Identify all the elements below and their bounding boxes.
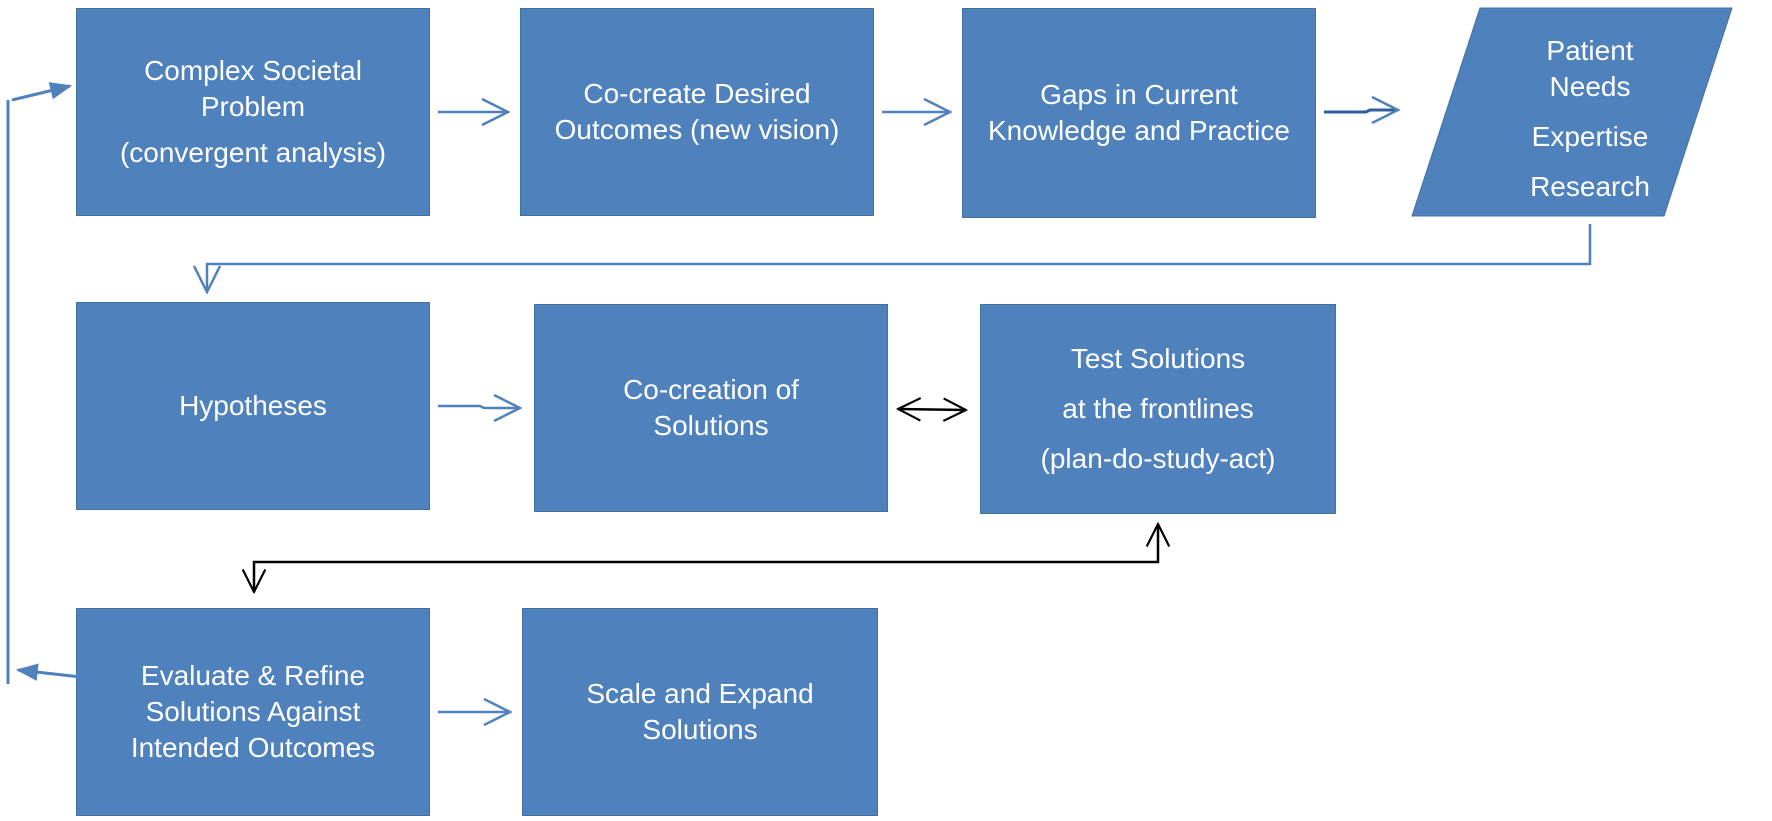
cocreation-of-solutions-box: Co-creation of Solutions — [534, 304, 888, 512]
input-patient: Patient — [1546, 35, 1634, 66]
box-line: Complex Societal — [144, 55, 362, 86]
box-line: Test Solutions — [1070, 343, 1246, 374]
box-line: Co-create Desired — [583, 78, 811, 109]
arrow-inputs-to-hypotheses — [207, 224, 1592, 292]
arrow-loop-to-problem — [11, 82, 73, 102]
box-line: Hypotheses — [179, 390, 327, 421]
desired-outcomes-box: Co-create Desired Outcomes (new vision) — [520, 8, 874, 216]
inputs-parallelogram-text: Patient Needs Expertise Research — [1460, 24, 1720, 214]
input-expertise: Expertise — [1531, 121, 1649, 152]
box-line: Co-creation of — [623, 374, 799, 405]
evaluate-refine-box: Evaluate & Refine Solutions Against Inte… — [76, 608, 430, 816]
box-line: Solutions Against — [145, 696, 361, 727]
arrow-hypotheses-to-cocreation — [438, 406, 520, 408]
box-line: Intended Outcomes — [130, 732, 376, 763]
box-line: (plan-do-study-act) — [1040, 443, 1276, 474]
box-line: Knowledge and Practice — [988, 115, 1290, 146]
box-line: Problem — [200, 91, 306, 122]
complex-societal-problem-box: Complex Societal Problem (convergent ana… — [76, 8, 430, 216]
input-research: Research — [1530, 171, 1650, 202]
scale-expand-box: Scale and Expand Solutions — [522, 608, 878, 816]
box-line: Evaluate & Refine — [140, 660, 366, 691]
box-line: Solutions — [653, 410, 769, 441]
box-line: Solutions — [642, 714, 758, 745]
input-needs: Needs — [1549, 71, 1631, 102]
box-line: (convergent analysis) — [119, 137, 387, 168]
arrow-cocreation-test-bidirectional — [898, 409, 966, 410]
arrow-test-evaluate-bidirectional — [254, 524, 1158, 592]
box-line: Gaps in Current — [1040, 79, 1238, 110]
arrow-evaluate-to-loop — [15, 663, 109, 682]
arrow-gaps-to-inputs — [1324, 110, 1398, 112]
box-line: Outcomes (new vision) — [554, 114, 840, 145]
test-solutions-box: Test Solutions at the frontlines (plan-d… — [980, 304, 1336, 514]
knowledge-gaps-box: Gaps in Current Knowledge and Practice — [962, 8, 1316, 218]
box-line: Scale and Expand — [586, 678, 814, 709]
box-line: at the frontlines — [1062, 393, 1254, 424]
hypotheses-box: Hypotheses — [76, 302, 430, 510]
